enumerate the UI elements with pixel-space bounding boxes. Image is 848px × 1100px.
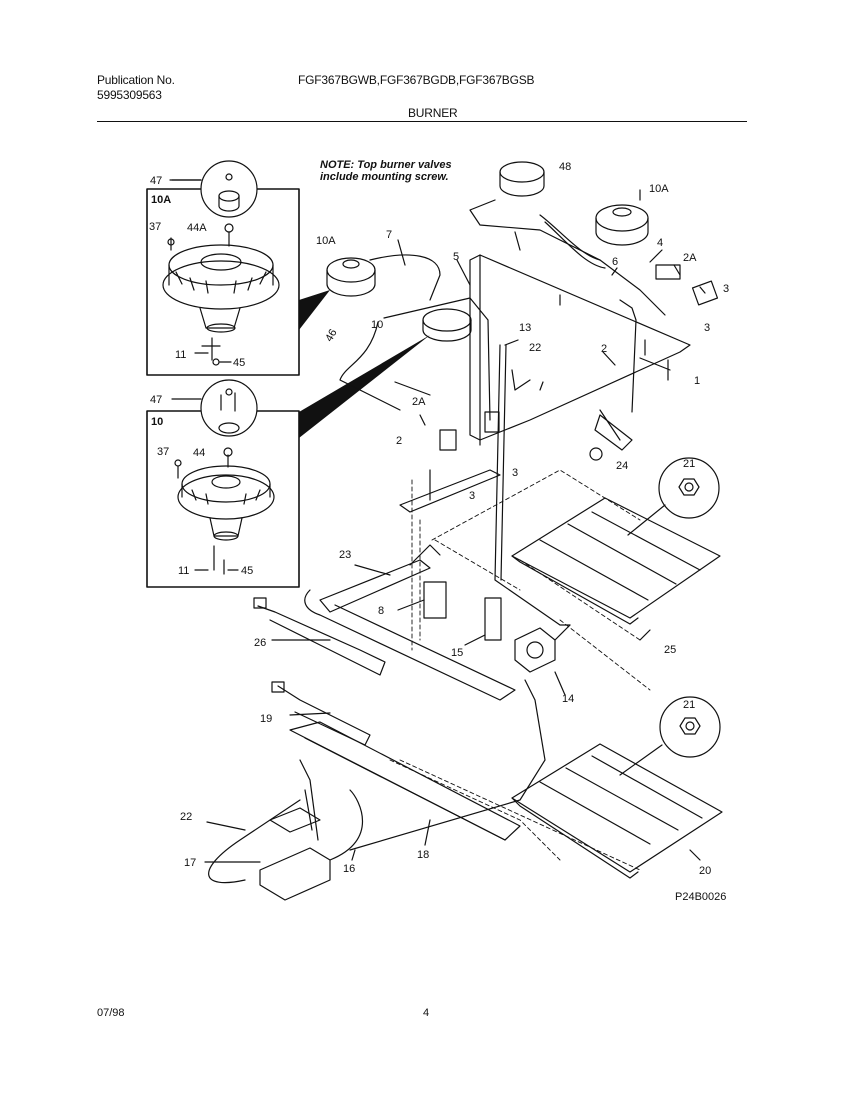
callout-15: 15	[451, 647, 463, 659]
bracket-15	[484, 597, 502, 641]
inset-10-burner-base	[177, 465, 275, 541]
callout-44a: 44A	[187, 222, 207, 234]
callout-22-bottom: 22	[180, 811, 192, 823]
inset-10-tag: 10	[151, 416, 163, 428]
publication-label: Publication No.	[97, 73, 175, 87]
callout-37-b: 37	[157, 446, 169, 458]
callout-24: 24	[616, 460, 628, 472]
inset-10a-cap-circle	[200, 160, 258, 218]
callout-13: 13	[519, 322, 531, 334]
manifold-pipe	[469, 254, 691, 441]
callout-2-right: 2	[601, 343, 607, 355]
callout-6: 6	[612, 256, 618, 268]
burner-10a-right	[595, 204, 649, 246]
callout-11-a: 11	[175, 349, 186, 361]
callout-2a-mid: 2A	[412, 396, 426, 408]
nut-21-bottom-circle	[659, 696, 721, 758]
heat-deflector-20	[511, 743, 723, 879]
tube-7	[369, 254, 441, 301]
section-title: BURNER	[408, 106, 458, 120]
burner-48-rear	[499, 161, 545, 197]
footer-date: 07/98	[97, 1007, 125, 1019]
callout-3-a: 3	[723, 283, 729, 295]
callout-44: 44	[193, 447, 205, 459]
callout-22-top: 22	[529, 342, 541, 354]
inset-10-frame	[146, 410, 300, 588]
callout-26: 26	[254, 637, 266, 649]
note-line-1: NOTE: Top burner valves	[320, 159, 452, 171]
callout-1: 1	[694, 375, 700, 387]
callout-47-b: 47	[150, 394, 162, 406]
callout-23: 23	[339, 549, 351, 561]
callout-3-c: 3	[512, 467, 518, 479]
inset-10a-burner-base	[162, 244, 280, 333]
fitting-24	[594, 414, 633, 451]
callout-2a-right: 2A	[683, 252, 697, 264]
figure-code: P24B0026	[675, 891, 726, 903]
note-line-2: include mounting screw.	[320, 171, 449, 183]
callout-4: 4	[657, 237, 663, 249]
igniter-26	[257, 605, 386, 676]
header-rule	[97, 121, 747, 122]
broil-burner-18	[289, 721, 521, 841]
callout-37-a: 37	[149, 221, 161, 233]
oven-burner-tube-23	[319, 559, 431, 613]
callout-2-mid: 2	[396, 435, 402, 447]
callout-46: 46	[323, 327, 340, 344]
callout-10a-right: 10A	[649, 183, 669, 195]
callout-17: 17	[184, 857, 196, 869]
callout-19: 19	[260, 713, 272, 725]
valve-17	[259, 789, 331, 901]
publication-number: 5995309563	[97, 88, 162, 102]
module-8	[423, 581, 447, 619]
inset-10a-tag: 10A	[151, 194, 171, 206]
inset-10-cap-circle	[200, 379, 258, 437]
manifold-bracket	[399, 469, 501, 513]
callout-8: 8	[378, 605, 384, 617]
callout-45-a: 45	[233, 357, 245, 369]
callout-25: 25	[664, 644, 676, 656]
callout-20: 20	[699, 865, 711, 877]
callout-45-b: 45	[241, 565, 253, 577]
igniter-19	[277, 685, 371, 746]
valve-bracket-3	[691, 280, 719, 306]
tube-22-bottom	[208, 799, 301, 884]
tube-22-top	[511, 369, 531, 391]
nut-21-top-circle	[658, 457, 720, 519]
callout-7: 7	[386, 229, 392, 241]
callout-11-b: 11	[178, 565, 189, 577]
callout-3-b: 3	[704, 322, 710, 334]
inset-10-pointer	[299, 335, 430, 438]
callout-18: 18	[417, 849, 429, 861]
tube-13	[494, 344, 571, 626]
callout-21-top: 21	[683, 458, 695, 470]
tube-16	[329, 789, 363, 861]
callout-10a-left: 10A	[316, 235, 336, 247]
callout-5: 5	[453, 251, 459, 263]
callout-47-a: 47	[150, 175, 162, 187]
callout-14: 14	[562, 693, 574, 705]
callout-16: 16	[343, 863, 355, 875]
burner-10a-left	[326, 257, 376, 297]
heat-deflector-25	[511, 497, 721, 625]
callout-10: 10	[371, 319, 383, 331]
callout-3-d: 3	[469, 490, 475, 502]
safety-valve-14	[514, 624, 571, 673]
footer-page-number: 4	[423, 1007, 430, 1019]
inset-10a-pointer	[299, 290, 330, 330]
burner-10-center	[422, 308, 472, 342]
callout-48: 48	[559, 161, 571, 173]
callout-21-bottom: 21	[683, 699, 695, 711]
model-numbers: FGF367BGWB,FGF367BGDB,FGF367BGSB	[298, 73, 535, 87]
